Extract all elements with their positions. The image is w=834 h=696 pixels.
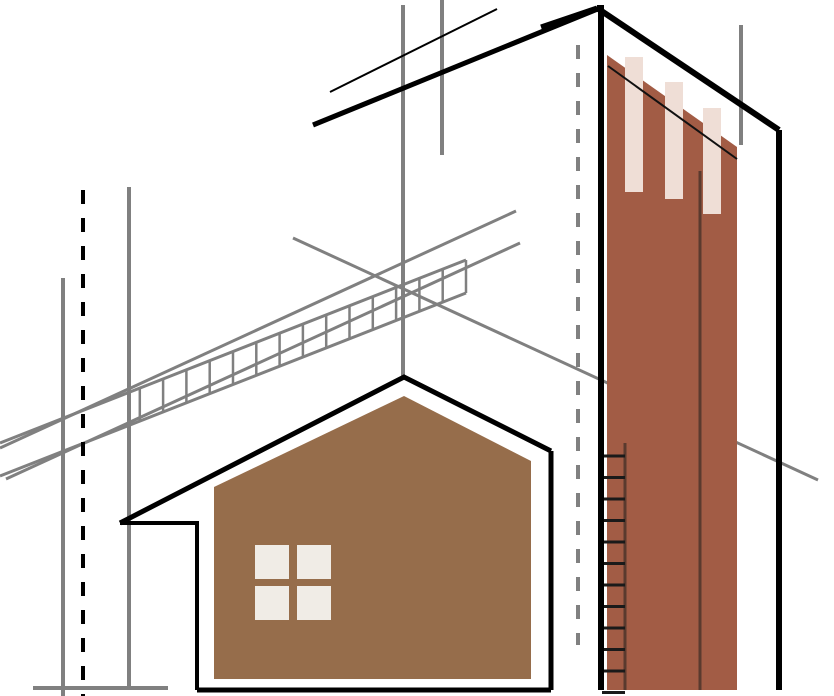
tower-window-stripe <box>665 82 683 199</box>
roof-extension-lines <box>312 5 601 128</box>
tower-diagonal-guide <box>607 65 738 160</box>
tower-roof-edge <box>595 5 781 133</box>
window-pane <box>297 586 331 620</box>
guide-verticals <box>61 0 743 696</box>
window-pane <box>255 586 289 620</box>
tall-tower-block <box>540 5 782 694</box>
gabled-house <box>118 374 554 693</box>
dashed-axis-lines <box>81 45 580 696</box>
house-roof-line <box>118 374 553 526</box>
window-pane <box>255 545 289 579</box>
roof-extension-thick <box>312 5 601 128</box>
roof-extension-thin <box>329 8 498 93</box>
house-left-wall-line <box>120 521 199 690</box>
stair-hatch-band <box>0 258 468 478</box>
tower-window-stripe <box>703 108 721 214</box>
tower-ladder <box>602 443 627 694</box>
house-wall-fill <box>214 396 531 679</box>
tower-window-stripe <box>625 57 643 192</box>
window-pane <box>297 545 331 579</box>
four-pane-window <box>255 545 331 620</box>
